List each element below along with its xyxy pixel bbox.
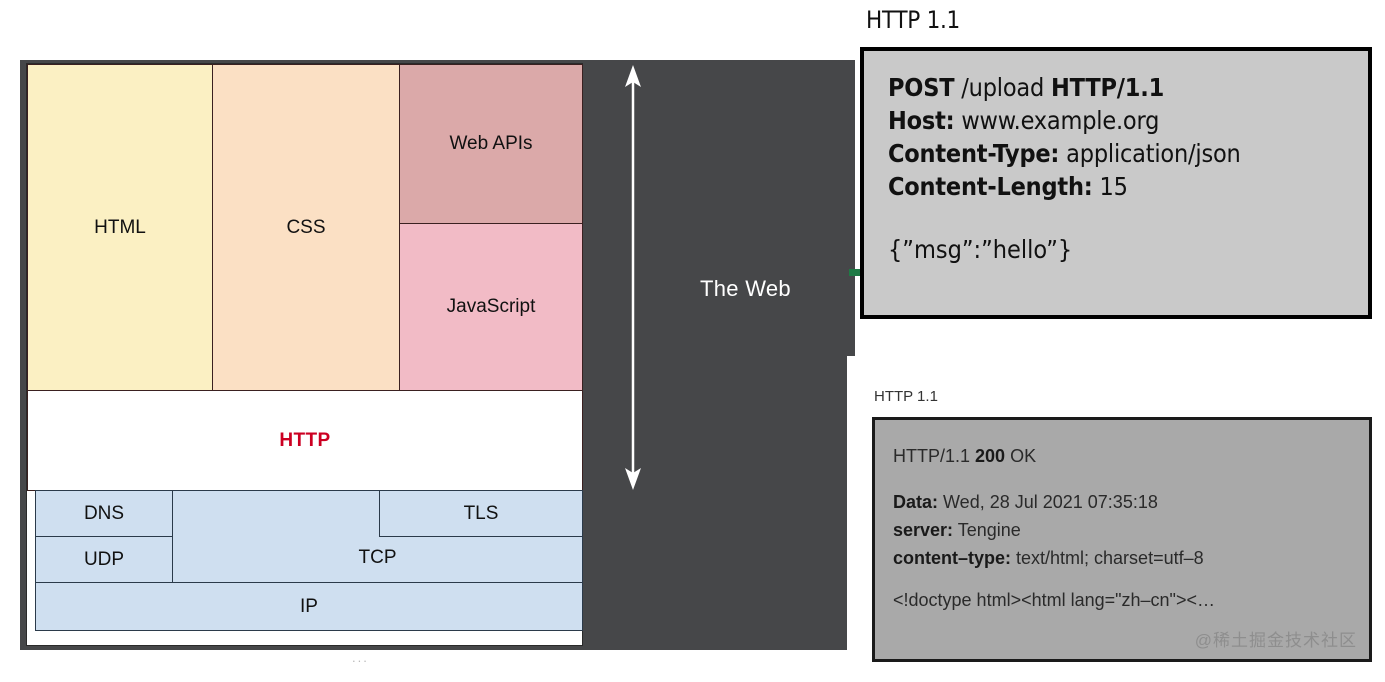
stack-layer-http-label: HTTP (279, 429, 331, 451)
request-header-host: Host: www.example.org (888, 104, 1358, 137)
stack-layer-ip: IP (35, 582, 583, 631)
request-header-content-type: Content-Type: application/json (888, 137, 1358, 170)
request-message: POST /upload HTTP/1.1 Host: www.example.… (888, 71, 1358, 264)
request-start-line: POST /upload HTTP/1.1 (888, 71, 1358, 104)
stack-layer-dns: DNS (35, 490, 173, 537)
request-header-content-length: Content-Length: 15 (888, 170, 1358, 203)
stack-layer-tls: TLS (379, 490, 583, 537)
request-body: {”msg”:”hello”} (888, 235, 1073, 264)
http-response-box: HTTP/1.1 200 OK Data: Wed, 28 Jul 2021 0… (872, 417, 1372, 662)
request-caption: HTTP 1.1 (866, 6, 960, 34)
request-header-host-name: Host: (888, 106, 955, 135)
stack-ellipsis: ... (352, 650, 369, 665)
response-header-content-type-name: content–type: (893, 548, 1012, 568)
web-panel-label: The Web (700, 276, 791, 301)
response-header-content-type: content–type: text/html; charset=utf–8 (893, 544, 1361, 572)
response-status-reason: OK (1005, 446, 1037, 466)
response-header-data: Data: Wed, 28 Jul 2021 07:35:18 (893, 488, 1361, 516)
stack-layer-css: CSS (212, 64, 400, 391)
green-marker-icon (849, 269, 864, 276)
request-header-content-type-name: Content-Type: (888, 139, 1060, 168)
request-method: POST (888, 73, 955, 102)
stack-layer-tcp-label: TCP (358, 547, 397, 568)
request-header-content-type-value: application/json (1059, 139, 1241, 168)
response-header-server-value: Tengine (953, 520, 1021, 540)
stack-layer-udp: UDP (35, 536, 173, 583)
stack-layer-dns-label: DNS (83, 502, 125, 524)
double-headed-arrow-icon (625, 65, 641, 490)
stack-layer-css-label: CSS (286, 216, 326, 238)
http-request-box: POST /upload HTTP/1.1 Host: www.example.… (860, 47, 1372, 319)
stack-layer-ip-label: IP (300, 595, 318, 617)
response-caption: HTTP 1.1 (874, 388, 938, 405)
stack-layer-html-label: HTML (94, 216, 146, 238)
response-spacer-2 (893, 572, 1361, 590)
request-header-content-length-value: 15 (1092, 172, 1128, 201)
stack-layer-udp-label: UDP (83, 548, 125, 570)
request-header-content-length-name: Content-Length: (888, 172, 1093, 201)
response-header-server: server: Tengine (893, 516, 1361, 544)
stack-layer-tls-label: TLS (463, 502, 499, 524)
watermark: @稀土掘金技术社区 (1194, 631, 1357, 650)
response-header-content-type-value: text/html; charset=utf–8 (1011, 548, 1204, 568)
response-status-code: 200 (975, 446, 1006, 466)
response-header-data-name: Data: (893, 492, 939, 512)
stack-layer-http: HTTP (27, 390, 583, 491)
stack-layer-web-apis: Web APIs (399, 64, 583, 224)
stack-layer-html: HTML (27, 64, 213, 391)
request-version: HTTP/1.1 (1051, 73, 1165, 102)
stack-layer-web-apis-label: Web APIs (449, 133, 533, 154)
response-header-data-value: Wed, 28 Jul 2021 07:35:18 (938, 492, 1158, 512)
request-header-host-value: www.example.org (954, 106, 1160, 135)
response-spacer-1 (893, 470, 1361, 488)
request-path: /upload (954, 73, 1052, 102)
response-message: HTTP/1.1 200 OK Data: Wed, 28 Jul 2021 0… (893, 442, 1361, 611)
stack-layer-javascript: JavaScript (399, 223, 583, 391)
stack-layer-javascript-label: JavaScript (446, 296, 536, 317)
response-header-server-name: server: (893, 520, 954, 540)
response-version: HTTP/1.1 (893, 446, 976, 466)
response-body: <!doctype html><html lang="zh–cn"><… (893, 590, 1215, 610)
web-technology-stack-diagram: HTML CSS Web APIs JavaScript HTTP TCP TL… (26, 63, 583, 646)
response-status-line: HTTP/1.1 200 OK (893, 442, 1361, 470)
